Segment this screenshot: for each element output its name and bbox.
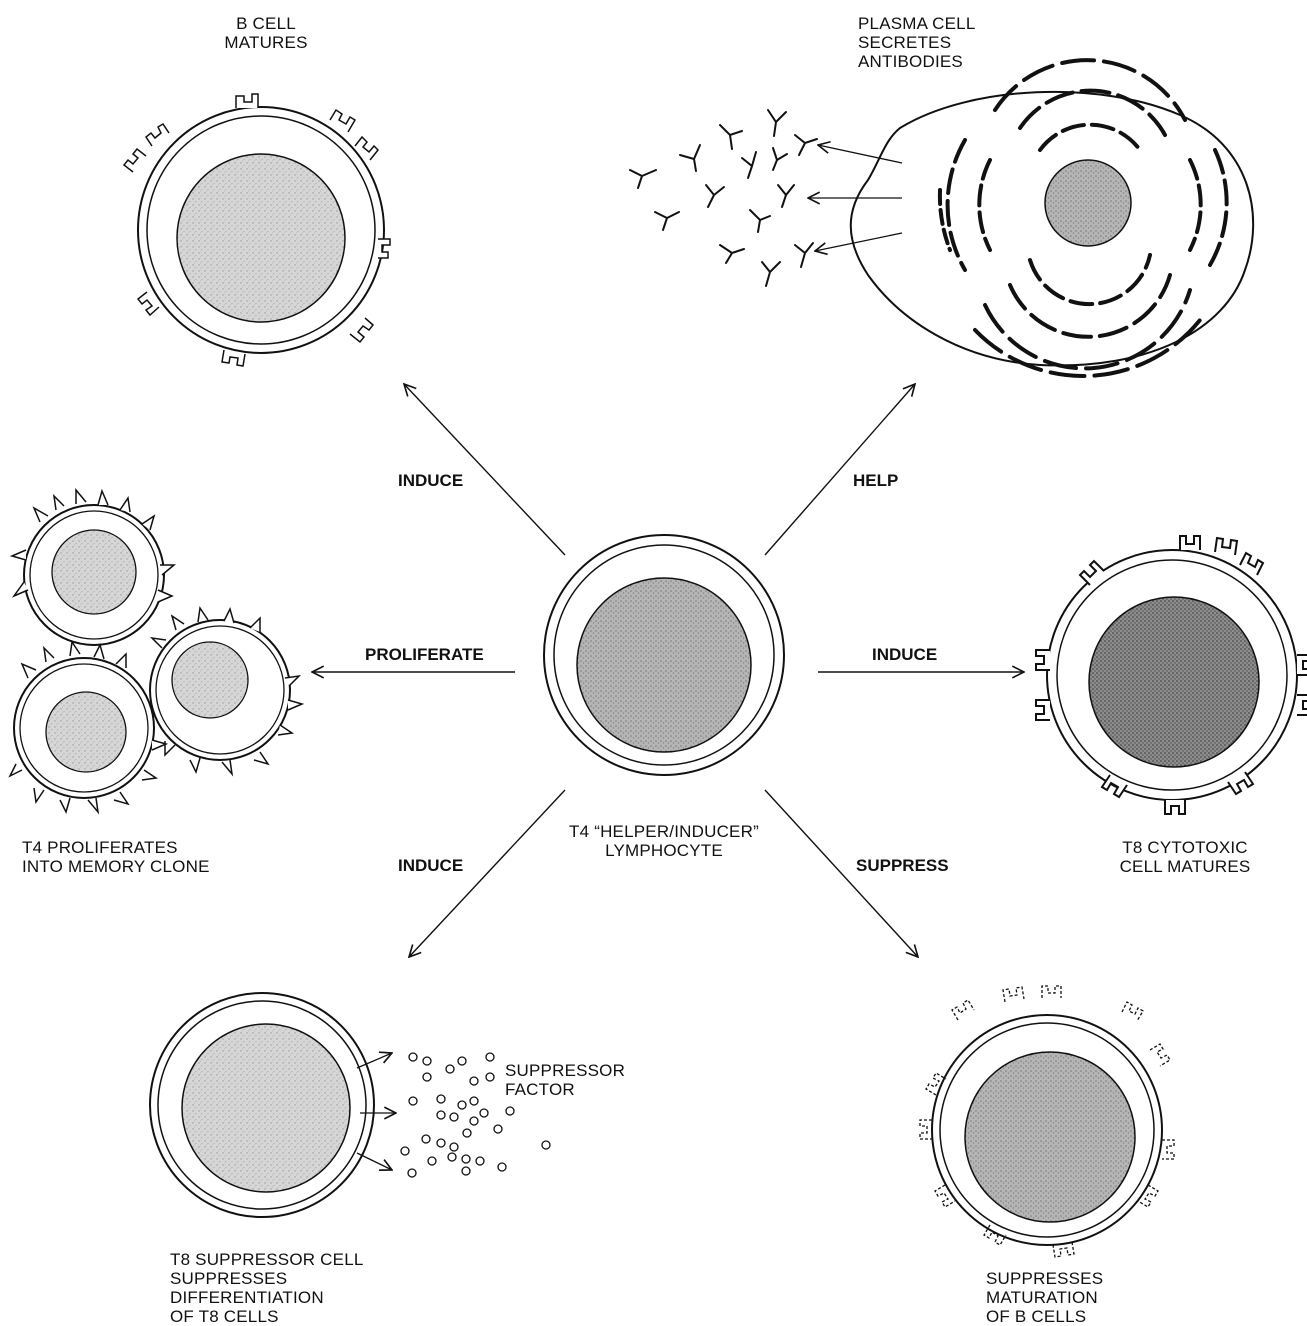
help-label: HELP [853, 471, 898, 491]
b-cell-label-line-1: B CELL [196, 14, 336, 33]
cytotoxic-label-line-1: T8 CYTOTOXIC [1100, 838, 1270, 857]
induce-suppressor-label: INDUCE [398, 856, 463, 876]
suppressor-cell-label: T8 SUPPRESSOR CELL SUPPRESSES DIFFERENTI… [170, 1250, 410, 1326]
memory-clone-label-line-1: T4 PROLIFERATES [22, 838, 262, 857]
antibodies [630, 110, 817, 286]
induce-b-label: INDUCE [398, 471, 463, 491]
suppressor-cell-label-line-2: SUPPRESSES [170, 1269, 410, 1288]
t4-lymphocyte-label: T4 “HELPER/INDUCER” LYMPHOCYTE [544, 822, 784, 860]
memory-cell-1 [12, 490, 174, 645]
induce-t8-label: INDUCE [872, 645, 937, 665]
arrow-to-plasma-cell [765, 384, 915, 555]
memory-clone [10, 490, 302, 812]
plasma-cell-label-line-1: PLASMA CELL [858, 14, 1018, 33]
b-cell [124, 94, 390, 366]
suppressed-b-label-line-2: MATURATION [986, 1288, 1146, 1307]
memory-clone-label-line-2: INTO MEMORY CLONE [22, 857, 262, 876]
t8-suppressor-cell [150, 993, 550, 1217]
suppressed-b-label: SUPPRESSES MATURATION OF B CELLS [986, 1269, 1146, 1326]
memory-cell-3 [10, 642, 166, 812]
memory-cell-2 [150, 608, 302, 774]
cytotoxic-label-line-2: CELL MATURES [1100, 857, 1270, 876]
t4-lymphocyte [544, 535, 784, 775]
t4-label-line-2: LYMPHOCYTE [544, 841, 784, 860]
plasma-cell-label: PLASMA CELL SECRETES ANTIBODIES [858, 14, 1018, 71]
suppressed-b-cell [920, 986, 1174, 1257]
suppressor-cell-label-line-1: T8 SUPPRESSOR CELL [170, 1250, 410, 1269]
suppressor-factor-line-2: FACTOR [505, 1080, 655, 1099]
proliferate-label: PROLIFERATE [365, 645, 484, 665]
plasma-cell [630, 60, 1253, 376]
suppress-label: SUPPRESS [856, 856, 949, 876]
t8-cytotoxic-cell [1036, 536, 1307, 814]
plasma-cell-label-line-3: ANTIBODIES [858, 52, 1018, 71]
suppressor-factor-label: SUPPRESSOR FACTOR [505, 1061, 655, 1099]
b-cell-label: B CELL MATURES [196, 14, 336, 52]
suppressor-cell-label-line-3: DIFFERENTIATION [170, 1288, 410, 1307]
t4-label-line-1: T4 “HELPER/INDUCER” [544, 822, 784, 841]
memory-clone-label: T4 PROLIFERATES INTO MEMORY CLONE [22, 838, 262, 876]
suppressor-cell-label-line-4: OF T8 CELLS [170, 1307, 410, 1326]
plasma-cell-label-line-2: SECRETES [858, 33, 1018, 52]
suppressed-b-label-line-3: OF B CELLS [986, 1307, 1146, 1326]
arrow-to-b-cell [404, 384, 565, 555]
suppressed-b-label-line-1: SUPPRESSES [986, 1269, 1146, 1288]
cytotoxic-label: T8 CYTOTOXIC CELL MATURES [1100, 838, 1270, 876]
b-cell-label-line-2: MATURES [196, 33, 336, 52]
suppressor-factor-line-1: SUPPRESSOR [505, 1061, 655, 1080]
